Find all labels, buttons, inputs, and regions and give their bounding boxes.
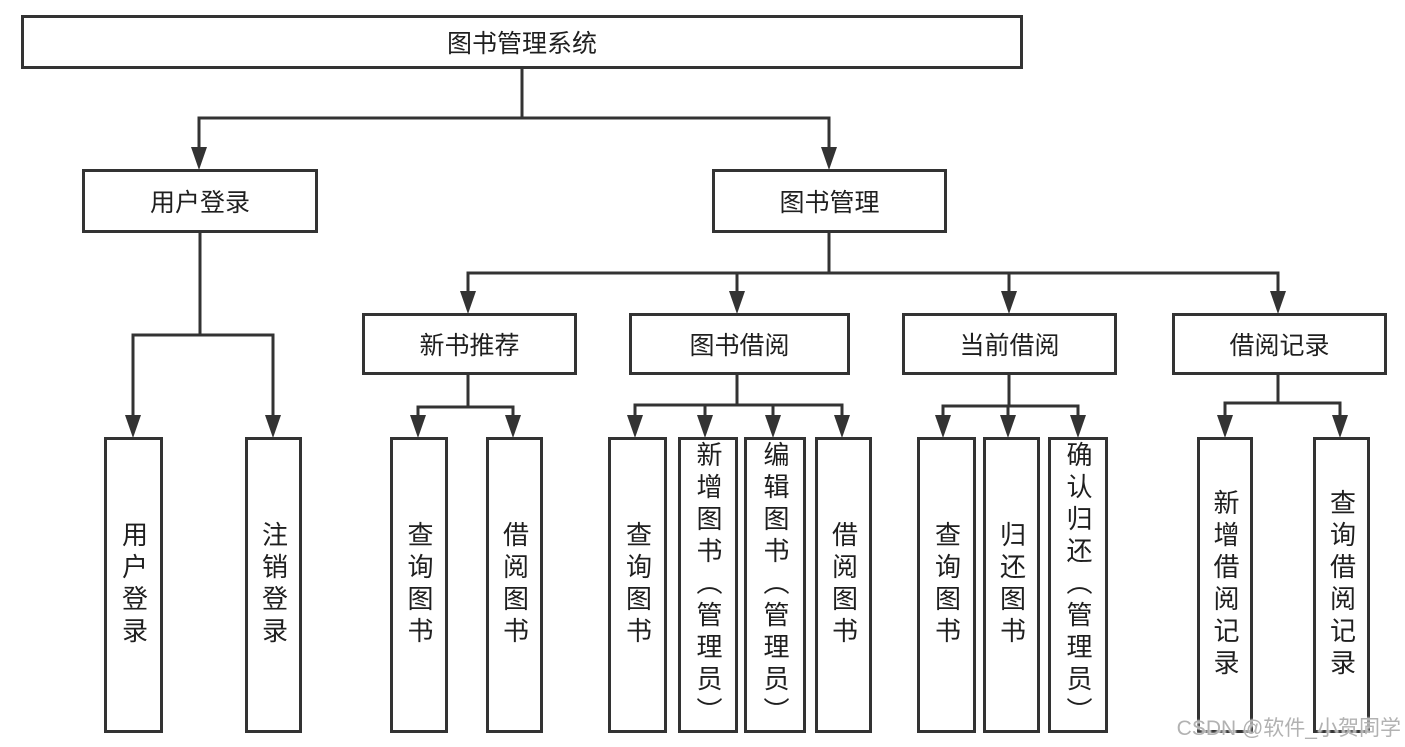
leaf-borrow-books-recommend: 借阅图书 <box>486 437 543 733</box>
leaf-return-books: 归还图书 <box>983 437 1040 733</box>
node-borrowing-records: 借阅记录 <box>1172 313 1387 375</box>
leaf-query-books-current: 查询图书 <box>917 437 976 733</box>
leaf-query-books-recommend-label: 查询图书 <box>404 521 434 649</box>
node-user-login: 用户登录 <box>82 169 318 233</box>
edge-borrow-to-leaves <box>633 375 844 418</box>
watermark: CSDN @软件_小贺同学 <box>1176 717 1401 740</box>
leaf-borrow-books-recommend-label: 借阅图书 <box>499 521 530 649</box>
node-book-borrowing: 图书借阅 <box>629 313 850 375</box>
leaf-logout: 注销登录 <box>245 437 302 733</box>
leaf-confirm-return-admin: 确认归还（管理员） <box>1048 437 1108 733</box>
leaf-user-login: 用户登录 <box>104 437 163 733</box>
leaf-query-books-borrow-label: 查询图书 <box>622 521 653 649</box>
leaf-add-borrow-record-label: 新增借阅记录 <box>1210 489 1240 681</box>
edge-root-to-level2 <box>197 69 831 150</box>
leaf-query-books-recommend: 查询图书 <box>390 437 448 733</box>
edge-current-to-leaves <box>941 375 1080 418</box>
edge-management-to-level3 <box>466 233 1280 295</box>
leaf-query-borrow-record-label: 查询借阅记录 <box>1326 489 1357 681</box>
node-book-management: 图书管理 <box>712 169 947 233</box>
node-current-borrowing: 当前借阅 <box>902 313 1117 375</box>
node-new-book-recommendation: 新书推荐 <box>362 313 577 375</box>
leaf-confirm-return-admin-label: 确认归还（管理员） <box>1063 441 1093 729</box>
leaf-logout-label: 注销登录 <box>258 521 289 649</box>
leaf-user-login-label: 用户登录 <box>118 521 149 649</box>
leaf-edit-books-admin-label: 编辑图书（管理员） <box>760 441 790 729</box>
node-library-management-system: 图书管理系统 <box>21 15 1023 69</box>
edge-records-to-leaves <box>1223 375 1342 418</box>
arrowheads <box>125 147 1348 438</box>
leaf-borrow-books-borrow: 借阅图书 <box>815 437 872 733</box>
leaf-query-books-borrow: 查询图书 <box>608 437 667 733</box>
leaf-borrow-books-borrow-label: 借阅图书 <box>828 521 859 649</box>
leaf-return-books-label: 归还图书 <box>996 521 1027 649</box>
leaf-add-books-admin: 新增图书（管理员） <box>678 437 738 733</box>
leaf-query-borrow-record: 查询借阅记录 <box>1313 437 1370 733</box>
edge-login-to-leaves <box>131 233 275 418</box>
leaf-query-books-current-label: 查询图书 <box>931 521 962 649</box>
leaf-add-books-admin-label: 新增图书（管理员） <box>693 441 723 729</box>
edge-recommend-to-leaves <box>416 375 515 418</box>
leaf-edit-books-admin: 编辑图书（管理员） <box>744 437 806 733</box>
leaf-add-borrow-record: 新增借阅记录 <box>1197 437 1253 733</box>
